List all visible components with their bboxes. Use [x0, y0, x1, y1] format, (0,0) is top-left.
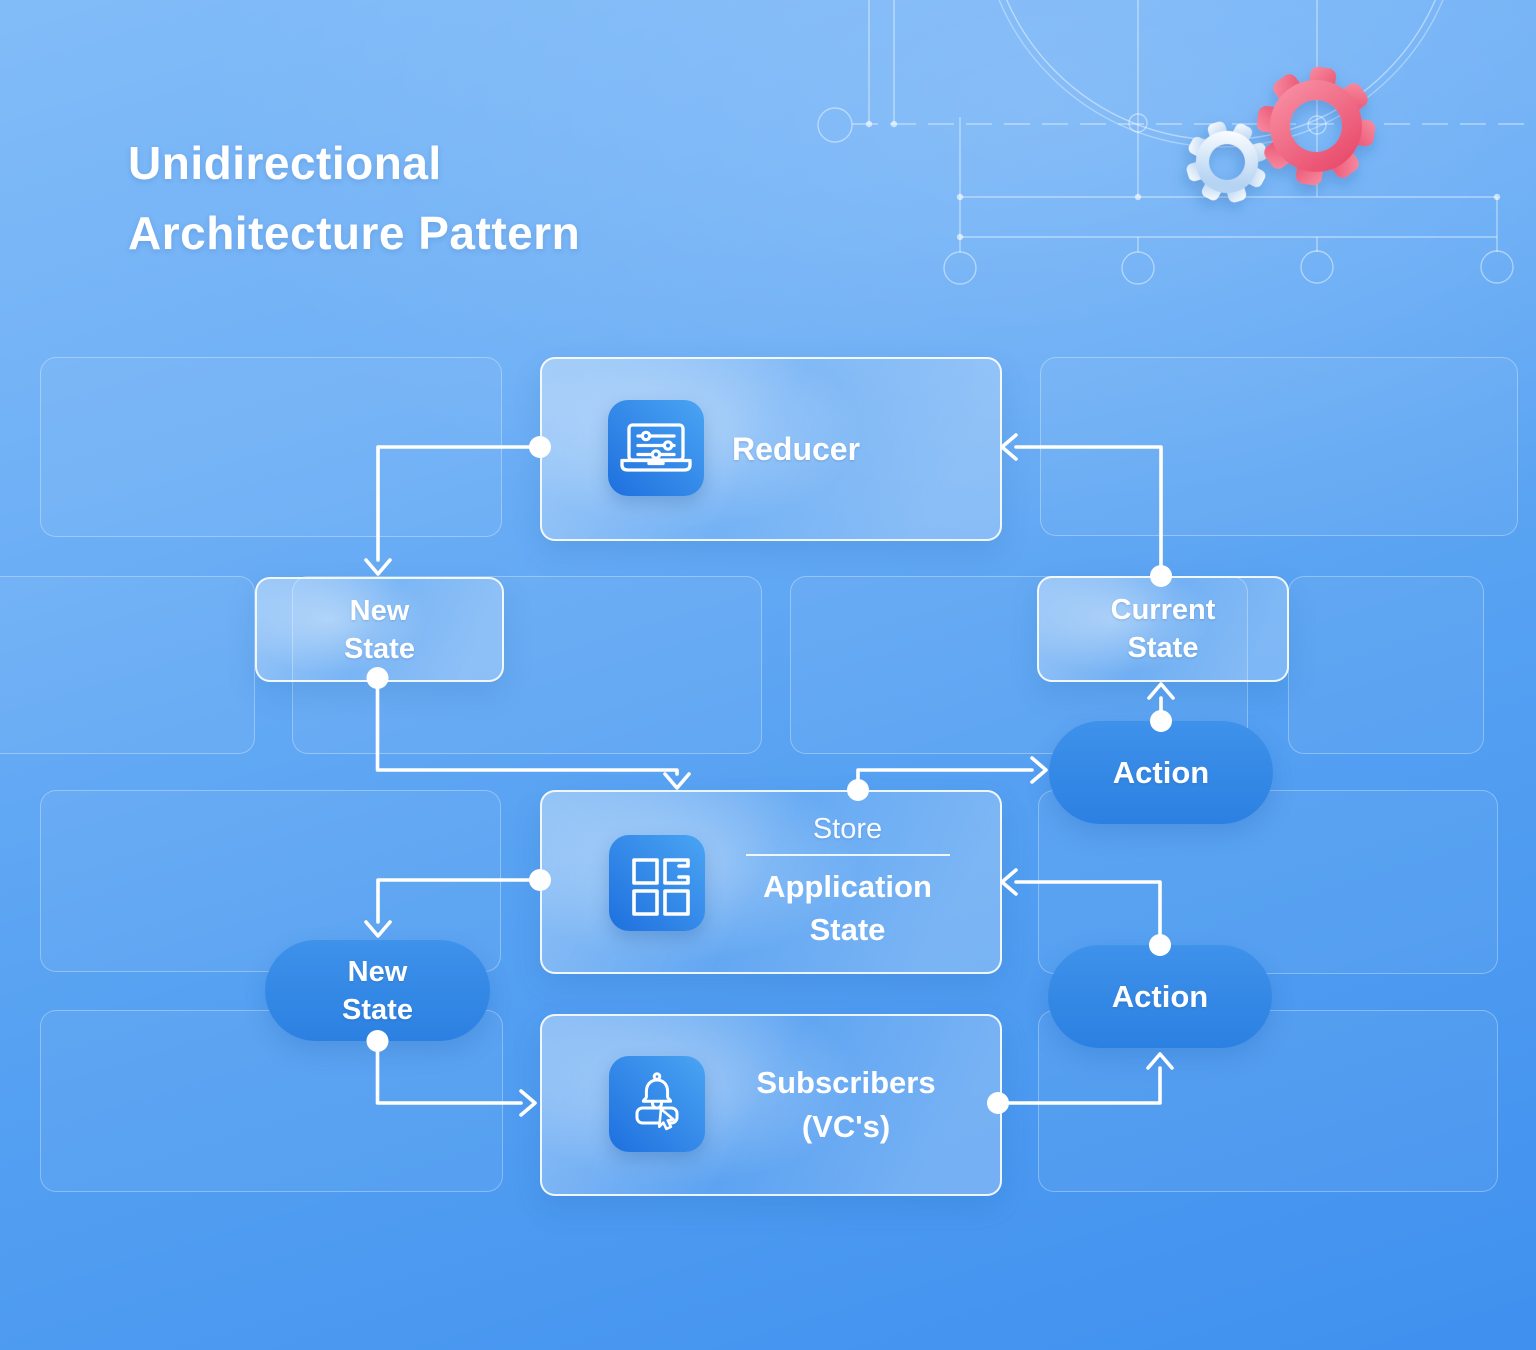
- gear-icon-light: [1186, 121, 1268, 203]
- node-new-state-bottom: New State: [265, 940, 490, 1041]
- node-label: New State: [344, 594, 415, 665]
- node-label: Action: [1112, 754, 1210, 790]
- node-store: Store Application State: [540, 790, 1002, 974]
- node-label: Reducer: [732, 430, 861, 467]
- node-label: Subscribers (VC's): [756, 1065, 936, 1144]
- node-action-right: Action: [1049, 721, 1273, 824]
- bell-click-icon: [609, 1056, 705, 1152]
- node-reducer: Reducer: [540, 357, 1002, 541]
- ghost-card: [1040, 357, 1518, 536]
- node-label: Current State: [1110, 594, 1216, 664]
- page-title: Unidirectional Architecture Pattern: [128, 137, 581, 259]
- edge-store-to-action-right: [856, 756, 1048, 792]
- gear-icon-pink: [1256, 66, 1376, 186]
- ghost-card: [0, 576, 255, 754]
- blueprint-lines: [817, 0, 1536, 285]
- node-label: Application State: [763, 869, 932, 947]
- node-label: New State: [342, 955, 413, 1026]
- node-current-state: Current State: [1037, 576, 1289, 682]
- ghost-card: [1288, 576, 1484, 754]
- ghost-card: [790, 576, 1248, 754]
- blueprint-tick-dots: [865, 120, 1501, 241]
- node-subscribers: Subscribers (VC's): [540, 1014, 1002, 1196]
- store-divider: [745, 854, 950, 856]
- ghost-card: [40, 357, 502, 537]
- node-new-state-top: New State: [255, 577, 504, 682]
- node-action-bottom: Action: [1048, 945, 1272, 1048]
- store-heading: Store: [812, 813, 883, 845]
- laptop-settings-icon: [608, 400, 704, 496]
- node-label: Action: [1111, 978, 1209, 1014]
- grid-icon: [609, 835, 705, 931]
